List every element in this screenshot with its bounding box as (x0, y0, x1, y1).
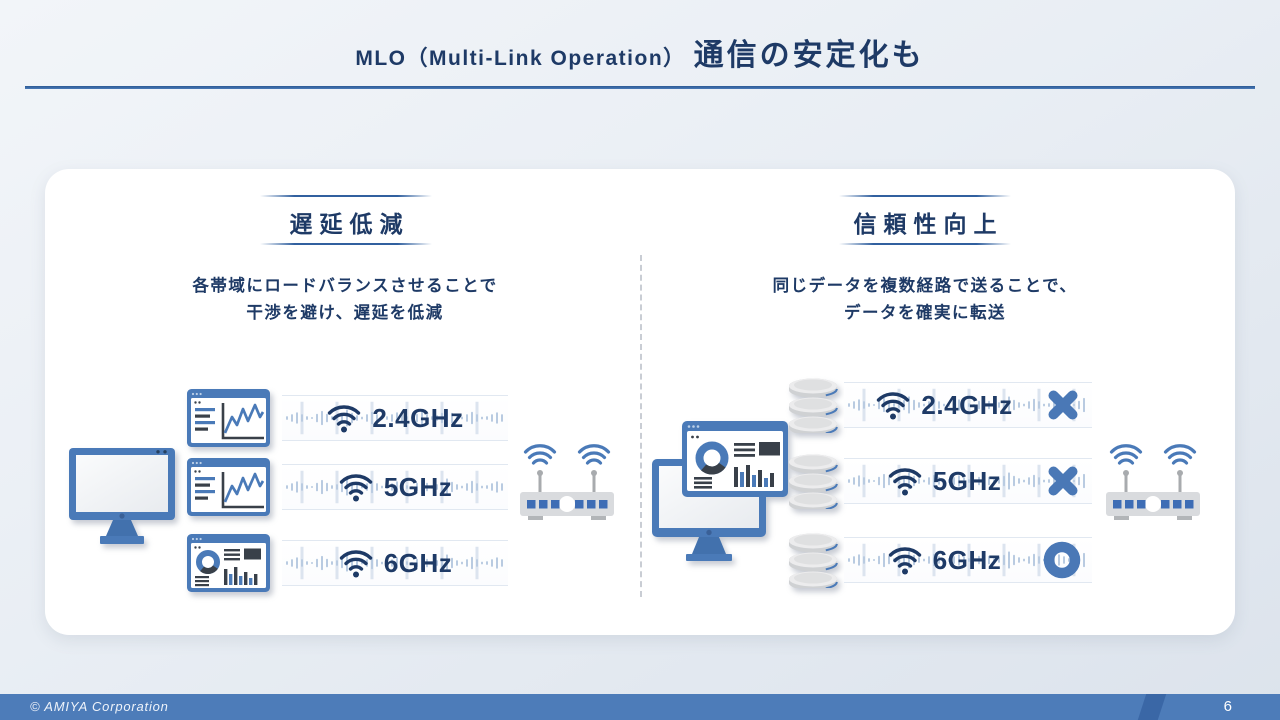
content-card: 遅延低減 各帯域にロードバランスさせることで 干渉を避け、遅延を低減 (45, 169, 1235, 635)
wifi-icon (887, 466, 923, 497)
right-description-line2: データを確実に転送 (844, 304, 1006, 322)
band-row-content: 2.4GHz (282, 396, 508, 440)
wifi-icon (326, 403, 362, 434)
header-line (260, 195, 432, 197)
band-label: 2.4GHz (372, 402, 464, 433)
router-icon (1097, 435, 1209, 525)
band-row-right-6ghz: 6GHz (844, 537, 1092, 583)
left-description-line2: 干渉を避け、遅延を低減 (246, 304, 444, 322)
router-icon (511, 435, 623, 525)
left-header-label: 遅延低減 (289, 211, 410, 237)
waveform-pattern (286, 546, 503, 580)
band-row-left-5ghz: 5GHz (282, 464, 508, 510)
right-header-label: 信頼性向上 (853, 211, 1004, 237)
right-description-line1: 同じデータを複数経路で送ることで、 (772, 277, 1078, 295)
page-number: 6 (1223, 698, 1232, 715)
monitor-dashboard-icon (652, 421, 788, 561)
footer-accent-stripe (1137, 694, 1167, 720)
band-label: 5GHz (932, 465, 1002, 496)
right-description: 同じデータを複数経路で送ることで、 データを確実に転送 (685, 273, 1165, 327)
waveform-pattern (286, 470, 503, 504)
band-row-content: 6GHz (844, 538, 1092, 582)
wifi-icon (338, 472, 374, 503)
title-underline (25, 86, 1255, 89)
left-column-header: 遅延低減 (260, 195, 432, 247)
wifi-icon (875, 390, 911, 421)
header-line (839, 243, 1011, 245)
database-icon (786, 377, 840, 437)
title-main: 通信の安定化も (693, 39, 925, 72)
copyright-text: © AMIYA Corporation (30, 699, 169, 714)
line-chart-window-icon (185, 456, 274, 519)
band-row-content: 5GHz (844, 459, 1092, 503)
circle-mark-icon (1042, 540, 1082, 580)
dashboard-window-icon (186, 533, 274, 595)
footer-bar: © AMIYA Corporation 6 (0, 694, 1280, 720)
database-icon (786, 532, 840, 592)
cross-mark-icon (1044, 462, 1082, 500)
page-title: MLO（Multi-Link Operation） 通信の安定化も (0, 30, 1280, 74)
header-line (260, 243, 432, 245)
left-description-line1: 各帯域にロードバランスさせることで (192, 277, 498, 295)
band-label: 6GHz (932, 544, 1002, 575)
header-line (839, 195, 1011, 197)
band-row-content: 5GHz (282, 465, 508, 509)
column-divider (640, 255, 642, 597)
band-row-content: 2.4GHz (844, 383, 1092, 427)
wifi-icon (338, 548, 374, 579)
band-row-right-24ghz: 2.4GHz (844, 382, 1092, 428)
band-label: 6GHz (383, 547, 453, 578)
band-row-left-24ghz: 2.4GHz (282, 395, 508, 441)
band-row-content: 6GHz (282, 541, 508, 585)
line-chart-window-icon (185, 387, 274, 450)
left-description: 各帯域にロードバランスさせることで 干渉を避け、遅延を低減 (105, 273, 585, 327)
right-column-header: 信頼性向上 (839, 195, 1011, 247)
cross-mark-icon (1044, 386, 1082, 424)
band-row-left-6ghz: 6GHz (282, 540, 508, 586)
band-label: 5GHz (383, 471, 453, 502)
band-row-right-5ghz: 5GHz (844, 458, 1092, 504)
dashboard-window-overlay (682, 421, 788, 497)
monitor-icon (68, 447, 178, 545)
title-prefix: MLO（Multi-Link Operation） (355, 47, 686, 70)
wifi-icon (887, 545, 923, 576)
band-label: 2.4GHz (921, 389, 1013, 420)
database-icon (786, 453, 840, 513)
